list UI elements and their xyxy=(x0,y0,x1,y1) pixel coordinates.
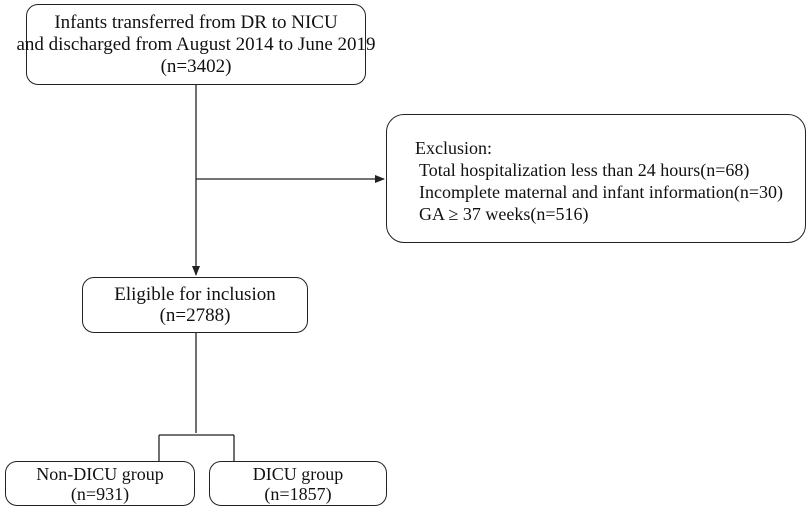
non-dicu-group-box: Non-DICU group (n=931) xyxy=(5,461,195,506)
dicu-group-box: DICU group (n=1857) xyxy=(209,461,387,506)
dicu-count: (n=1857) xyxy=(264,483,332,504)
eligible-box: Eligible for inclusion (n=2788) xyxy=(82,277,308,333)
exclusion-title: Exclusion: xyxy=(415,137,492,158)
source-line-2: and discharged from August 2014 to June … xyxy=(16,33,376,55)
exclusion-item-hospitalization: Total hospitalization less than 24 hours… xyxy=(419,159,750,180)
non-dicu-count: (n=931) xyxy=(70,483,130,504)
source-count: (n=3402) xyxy=(160,55,232,77)
dicu-label: DICU group xyxy=(252,463,344,484)
eligible-count: (n=2788) xyxy=(159,305,231,326)
source-line-1: Infants transferred from DR to NICU xyxy=(54,11,338,33)
source-population-box: Infants transferred from DR to NICU and … xyxy=(16,4,376,85)
exclusion-item-incomplete-info: Incomplete maternal and infant informati… xyxy=(419,181,784,202)
exclusion-box: Exclusion: Total hospitalization less th… xyxy=(386,114,806,243)
non-dicu-label: Non-DICU group xyxy=(36,463,164,484)
eligible-label: Eligible for inclusion xyxy=(114,284,276,305)
exclusion-item-gestational-age: GA ≥ 37 weeks(n=516) xyxy=(419,203,589,224)
